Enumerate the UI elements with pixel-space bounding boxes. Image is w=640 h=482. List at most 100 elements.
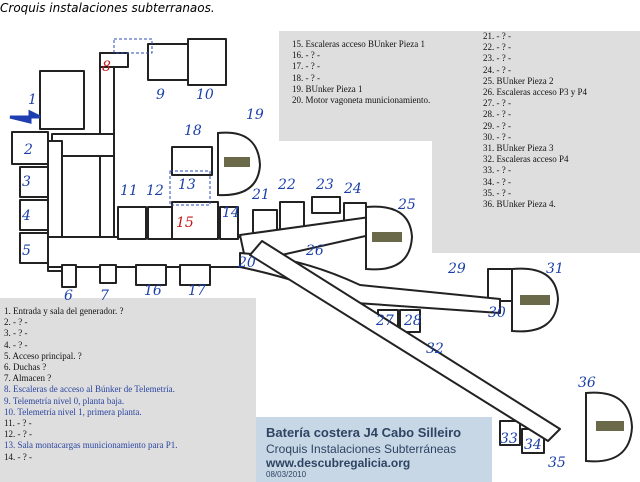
- map-label-8: 8: [102, 59, 111, 75]
- map-label-19: 19: [246, 107, 264, 123]
- legend-right-item: 27. - ? -: [483, 98, 511, 109]
- map-label-29: 29: [447, 261, 466, 277]
- legend-left: 1. Entrada y sala del generador. ?2. - ?…: [4, 306, 178, 463]
- title-box-date: 08/03/2010: [266, 470, 307, 479]
- stair-26-32: [249, 240, 561, 442]
- legend-right-item: 25. BUnker Pieza 2: [483, 75, 554, 86]
- legend-right-item: 33. - ? -: [483, 165, 511, 176]
- map-label-5: 5: [22, 243, 31, 259]
- legend-right-item: 35. - ? -: [483, 187, 511, 198]
- gun-p2: [372, 232, 402, 242]
- map-label-12: 12: [146, 183, 164, 199]
- map-label-24: 24: [343, 181, 362, 197]
- legend-left-item: 10. Telemetría nivel 1, primera planta.: [4, 406, 142, 417]
- legend-left-item: 9. Telemetría nivel 0, planta baja.: [4, 395, 125, 406]
- map-label-4: 4: [21, 208, 31, 224]
- room-15: [171, 201, 219, 240]
- map-label-18: 18: [184, 123, 202, 139]
- legend-right-item: 32. Escaleras acceso P4: [483, 154, 569, 165]
- legend-left-item: 3. - ? -: [4, 328, 28, 339]
- legend-right-item: 31. BUnker Pieza 3: [483, 143, 554, 154]
- map-label-15: 15: [176, 215, 194, 231]
- room-10: [187, 38, 227, 86]
- legend-right-item: 34. - ? -: [483, 176, 511, 187]
- map-label-2: 2: [23, 142, 33, 158]
- legend-left-item: 13. Sala montacargas municionamiento par…: [4, 440, 178, 451]
- legend-right-item: 29. - ? -: [483, 120, 511, 131]
- main-gallery: [47, 236, 245, 268]
- map-label-6: 6: [64, 288, 73, 304]
- map-label-25: 25: [397, 197, 416, 213]
- room-17: [179, 264, 211, 286]
- legend-right-item: 30. - ? -: [483, 131, 511, 142]
- legend-left-item: 7. Almacen ?: [4, 373, 52, 384]
- entrance-arrow-icon: [9, 109, 41, 124]
- map-label-23: 23: [315, 177, 334, 193]
- room-12: [147, 206, 173, 240]
- map-label-21: 21: [251, 187, 270, 203]
- gun-p3: [520, 295, 550, 305]
- map-label-13: 13: [178, 177, 196, 193]
- legend-top-item: 15. Escaleras acceso BUnker Pieza 1: [292, 39, 425, 49]
- page-caption: Croquis instalaciones subterranaos.: [0, 1, 215, 15]
- map-label-34: 34: [524, 437, 542, 453]
- legend-left-item: 5. Acceso principal. ?: [4, 350, 82, 361]
- map-label-1: 1: [28, 92, 37, 108]
- room-33: [499, 420, 521, 446]
- legend-panel-right: [432, 31, 640, 253]
- room-6: [61, 264, 77, 288]
- room-16: [135, 264, 167, 286]
- room-28: [399, 309, 421, 333]
- map-label-36: 36: [578, 375, 596, 391]
- room-14: [219, 206, 239, 240]
- legend-top-item: 18. - ? -: [292, 72, 320, 83]
- room-30: [487, 268, 513, 302]
- map-label-31: 31: [546, 261, 564, 277]
- map-label-27: 27: [375, 313, 394, 329]
- map-label-14: 14: [222, 205, 240, 221]
- room-23: [311, 196, 341, 214]
- title-box-title: Batería costera J4 Cabo Silleiro: [266, 425, 462, 440]
- legend-right-item: 24. - ? -: [483, 64, 511, 75]
- map-label-3: 3: [22, 174, 31, 190]
- legend-left-item: 1. Entrada y sala del generador. ?: [4, 306, 124, 316]
- legend-left-item: 4. - ? -: [4, 339, 28, 350]
- map-label-35: 35: [548, 455, 566, 471]
- room-7: [99, 264, 117, 284]
- legend-left-item: 6. Duchas ?: [4, 362, 47, 373]
- tunnel-walls: [11, 38, 561, 454]
- map-label-10: 10: [196, 87, 214, 103]
- map-label-20: 20: [237, 255, 256, 271]
- map-label-30: 30: [488, 305, 506, 321]
- map-label-28: 28: [403, 313, 422, 329]
- legend-left-item: 14. - ? -: [4, 451, 32, 462]
- legend-right-item: 21. - ? -: [483, 31, 511, 41]
- gun-emplacements: [224, 157, 624, 431]
- title-box: Batería costera J4 Cabo Silleiro Croquis…: [256, 417, 492, 482]
- legend-left-item: 12. - ? -: [4, 429, 32, 440]
- legend-left-item: 2. - ? -: [4, 317, 28, 328]
- title-box-website: www.descubregalicia.org: [266, 456, 411, 470]
- map-label-16: 16: [144, 283, 162, 299]
- legend-left-item: 11. - ? -: [4, 418, 32, 429]
- legend-top-item: 20. Motor vagoneta municionamiento.: [292, 95, 431, 106]
- room-4: [19, 199, 49, 231]
- room-9: [147, 43, 189, 81]
- legend-right-item: 22. - ? -: [483, 42, 511, 53]
- legend-right-item: 26. Escaleras acceso P3 y P4: [483, 87, 587, 98]
- map-label-26: 26: [305, 243, 324, 259]
- legend-left-item: 8. Escaleras de acceso al Búnker de Tele…: [4, 384, 175, 395]
- map-label-33: 33: [500, 431, 518, 447]
- room-11: [117, 206, 147, 240]
- map-label-11: 11: [120, 183, 138, 199]
- gun-p4: [596, 421, 624, 431]
- room-18: [171, 146, 213, 176]
- legend-right-item: 23. - ? -: [483, 53, 511, 64]
- map-label-22: 22: [277, 177, 296, 193]
- map-label-32: 32: [426, 341, 444, 357]
- map-label-17: 17: [188, 283, 206, 299]
